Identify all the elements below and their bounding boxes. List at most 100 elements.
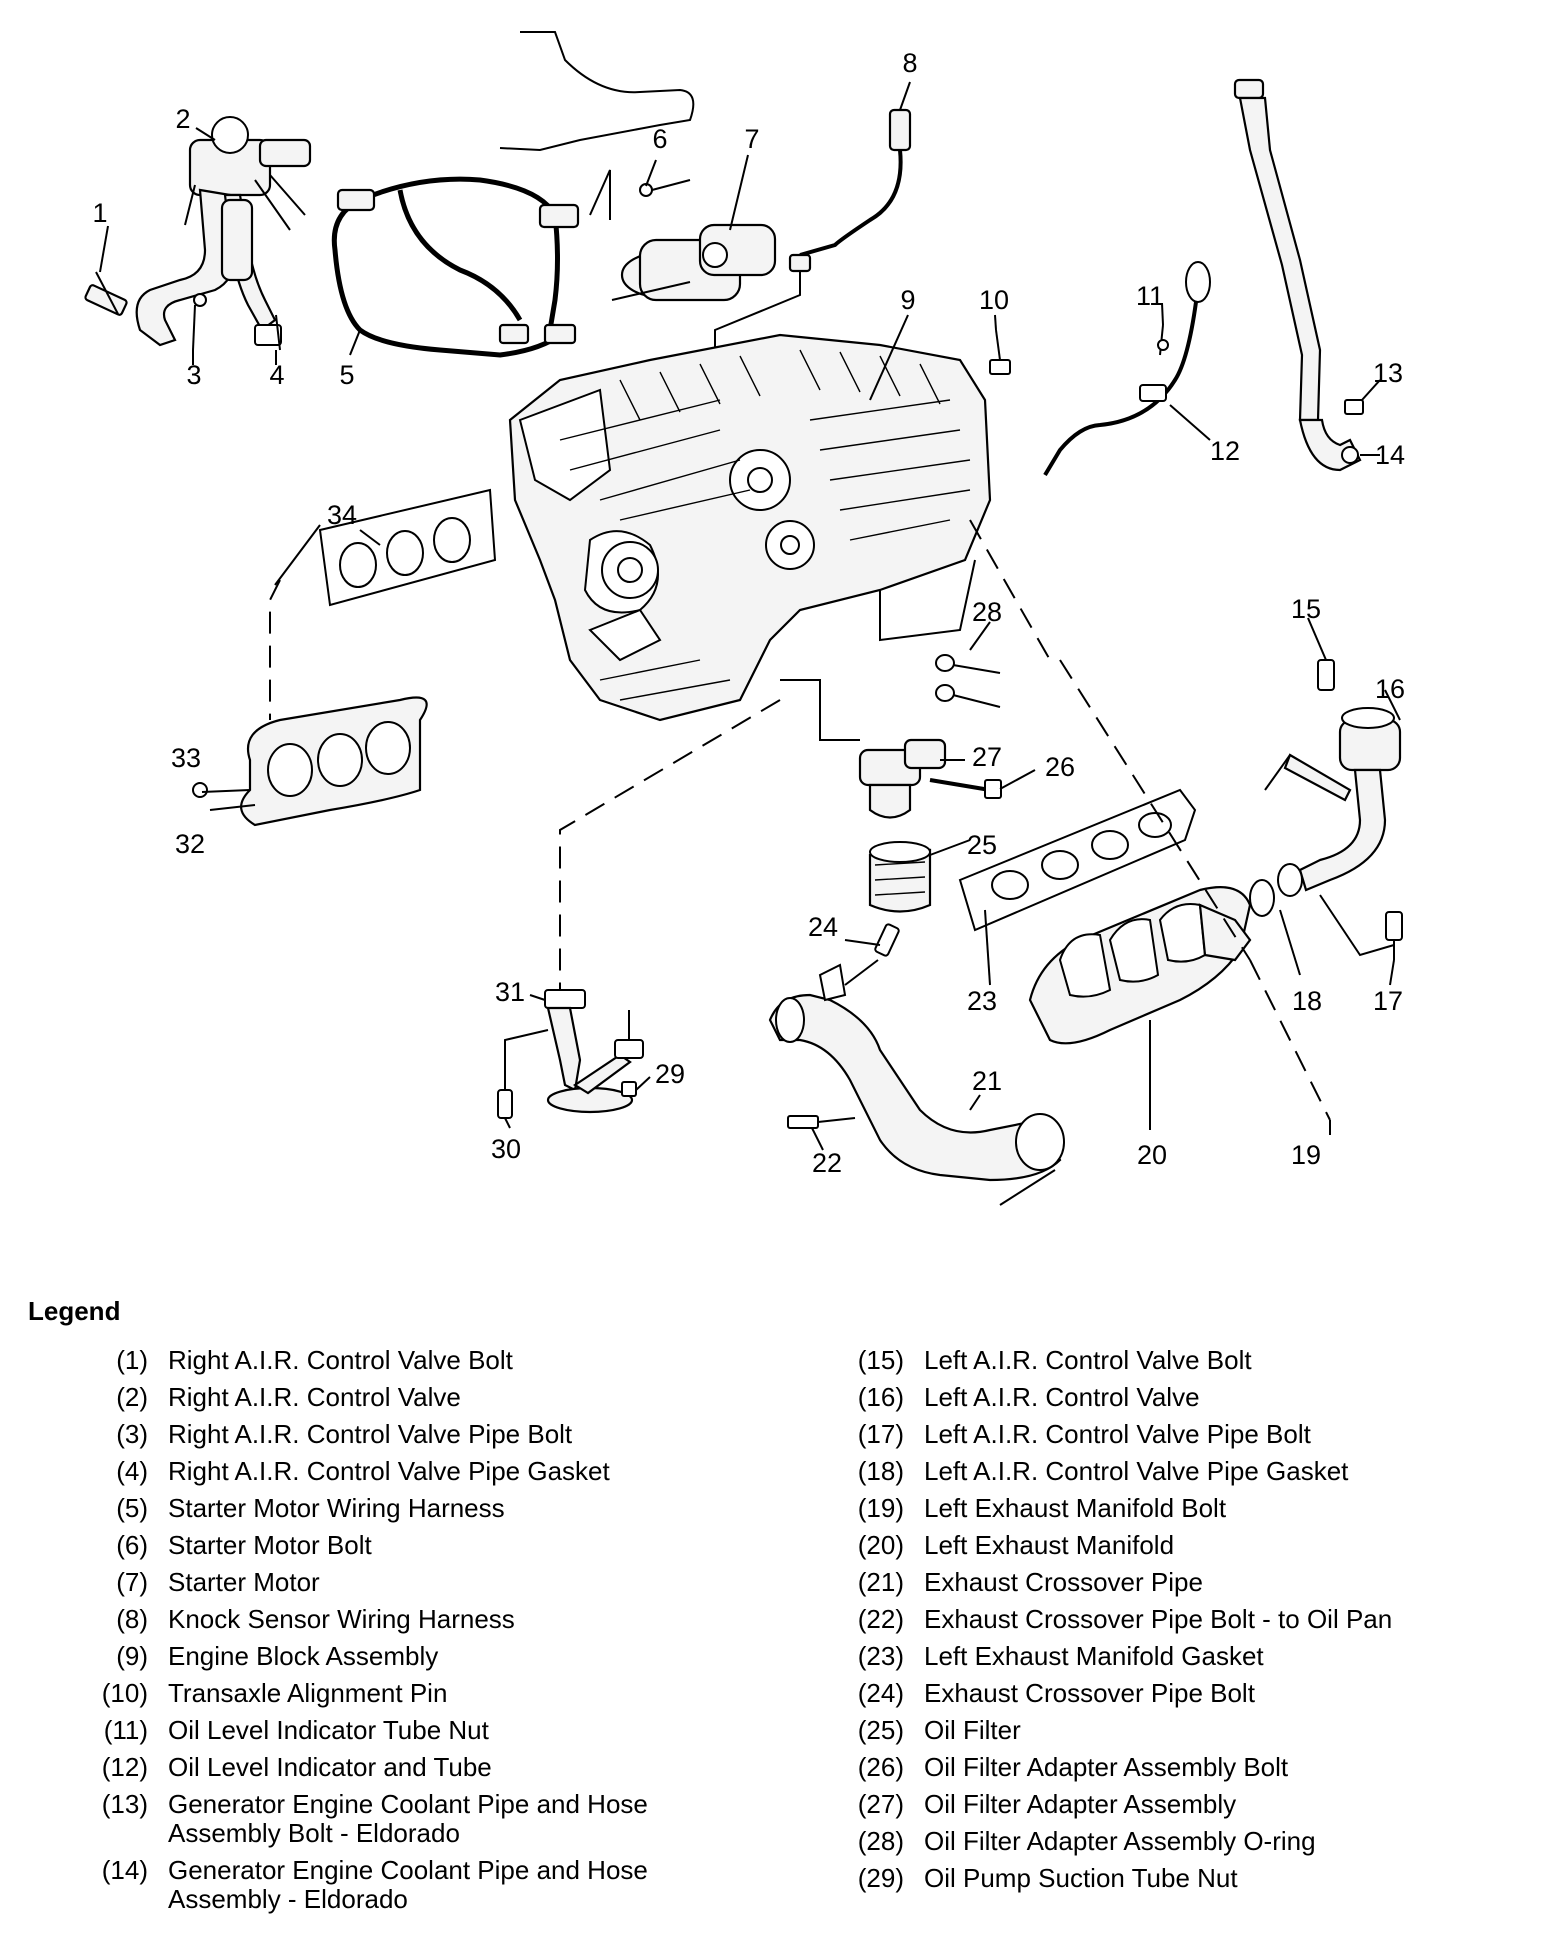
callout-15: 15 [1291,594,1321,624]
callout-26: 26 [1045,752,1075,782]
legend-item: (25) Oil Filter [826,1712,1484,1749]
callout-33: 33 [171,743,201,773]
callout-22: 22 [812,1148,842,1178]
legend-text: Left A.I.R. Control Valve Pipe Bolt [924,1419,1311,1449]
oil-filter-adapter-assembly [858,738,947,819]
legend-number: (28) [857,1826,904,1856]
legend-item: (2) Right A.I.R. Control Valve [70,1379,728,1416]
legend-text: Oil Filter Adapter Assembly O-ring [924,1826,1316,1856]
transaxle-alignment-pin [989,329,1011,375]
left-air-control-valve [1264,707,1402,892]
legend-item: (5)Starter Motor Wiring Harness [70,1490,728,1527]
callout-21: 21 [972,1066,1002,1096]
callout-10: 10 [979,285,1009,315]
legend-number: (25) [857,1715,904,1745]
legend-text: Left A.I.R. Control Valve [924,1382,1200,1412]
legend-item: (21)Exhaust Crossover Pipe [826,1564,1484,1601]
callout-labels: 1 2 3 4 5 6 7 8 9 10 11 12 13 14 15 16 1… [92,48,1405,1178]
legend-item: (4)Right A.I.R. Control Valve Pipe Gaske… [70,1453,728,1490]
legend-text: Oil Level Indicator Tube Nut [168,1715,489,1745]
legend-number: (19) [857,1493,904,1523]
left-air-pipe-bolt [1319,894,1403,960]
legend-number: (18) [857,1456,904,1486]
legend-number: (13) [101,1789,148,1819]
legend-text: Exhaust Crossover Pipe [924,1567,1203,1597]
legend-text: Engine Block Assembly [168,1641,439,1671]
legend-number: (24) [857,1678,904,1708]
right-air-valve-bolt [84,271,128,316]
legend-number: (4) [116,1456,148,1486]
callout-11: 11 [1136,281,1164,311]
legend-item: (22)Exhaust Crossover Pipe Bolt - to Oil… [826,1601,1484,1638]
legend-number: (29) [857,1863,904,1893]
legend-text: Right A.I.R. Control Valve [168,1382,461,1412]
legend-text: Left A.I.R. Control Valve Pipe Gasket [924,1456,1349,1486]
left-air-pipe-gasket [1249,863,1303,917]
legend-text: Oil Pump Suction Tube Nut [924,1863,1238,1893]
legend-item: (7)Starter Motor [70,1564,728,1601]
callout-12: 12 [1210,436,1240,466]
legend-item: (24) Exhaust Crossover Pipe Bolt [826,1675,1484,1712]
exhaust-crossover-pipe [768,963,1065,1182]
legend-item: (1)Right A.I.R. Control Valve Bolt [70,1342,728,1379]
callout-31: 31 [495,977,525,1007]
legend-text: Oil Filter [924,1715,1021,1745]
legend-item: (29) Oil Pump Suction Tube Nut [826,1860,1484,1897]
oil-filter [868,841,932,913]
legend-item: (20) Left Exhaust Manifold [826,1527,1484,1564]
right-air-valve-assembly [135,31,695,347]
legend-title: Legend [28,1296,121,1326]
legend-text: Oil Filter Adapter Assembly [924,1789,1237,1819]
callout-25: 25 [967,830,997,860]
callout-24: 24 [808,912,838,942]
callout-2: 2 [175,104,190,134]
starter-motor [611,223,777,302]
legend-number: (27) [857,1789,904,1819]
legend-number: (20) [857,1530,904,1560]
generator-coolant-pipe-assembly [1233,78,1364,472]
callout-28: 28 [972,597,1002,627]
callout-16: 16 [1375,674,1405,704]
legend-number: (12) [101,1752,148,1782]
legend-text: Left Exhaust Manifold Bolt [924,1493,1227,1523]
legend-number: (23) [857,1641,904,1671]
legend-number: (6) [116,1530,148,1560]
legend-number: (9) [116,1641,148,1671]
legend-number: (16) [857,1382,904,1412]
legend-text: Right A.I.R. Control Valve Bolt [168,1345,513,1375]
left-air-control-valve-bolt [1317,659,1335,691]
legend-text: Exhaust Crossover Pipe Bolt [924,1678,1255,1708]
legend-number: (15) [857,1345,904,1375]
callout-5: 5 [339,360,354,390]
legend-item: (28) Oil Filter Adapter Assembly O-ring [826,1823,1484,1860]
legend-text: Starter Motor Wiring Harness [168,1493,505,1523]
legend-item: (12) Oil Level Indicator and Tube [70,1749,728,1786]
callout-23: 23 [967,986,997,1016]
legend-item: (10)Transaxle Alignment Pin [70,1675,728,1712]
legend-number: (17) [857,1419,904,1449]
legend-text: Exhaust Crossover Pipe Bolt - to Oil Pan [924,1604,1393,1634]
legend-item: (27) Oil Filter Adapter Assembly [826,1786,1484,1823]
legend-text: Left A.I.R. Control Valve Bolt [924,1345,1252,1375]
legend-number: (11) [103,1715,148,1745]
legend-text: Left Exhaust Manifold [924,1530,1175,1560]
legend-item: (3)Right A.I.R. Control Valve Pipe Bolt [70,1416,728,1453]
legend-text: Left Exhaust Manifold Gasket [924,1641,1264,1671]
legend-text: Oil Level Indicator and Tube [168,1752,492,1782]
legend-number: (8) [116,1604,148,1634]
legend-number: (3) [116,1419,148,1449]
legend-item: (14)Generator Engine Coolant Pipe and Ho… [70,1852,728,1918]
legend-item: (11) Oil Level Indicator Tube Nut [70,1712,728,1749]
legend-number: (10) [101,1678,148,1708]
left-exhaust-manifold-gasket [958,788,1197,932]
legend-text: Knock Sensor Wiring Harness [168,1604,515,1634]
legend-text: Starter Motor Bolt [168,1530,372,1560]
callout-6: 6 [652,124,667,154]
callout-4: 4 [269,360,284,390]
right-exhaust-manifold [240,696,428,827]
legend-text: Generator Engine Coolant Pipe and Hose A… [168,1855,648,1914]
legend-item: (18) Left A.I.R. Control Valve Pipe Gaske… [826,1453,1484,1490]
callout-32: 32 [175,829,205,859]
legend-number: (2) [116,1382,148,1412]
callout-13: 13 [1373,358,1403,388]
